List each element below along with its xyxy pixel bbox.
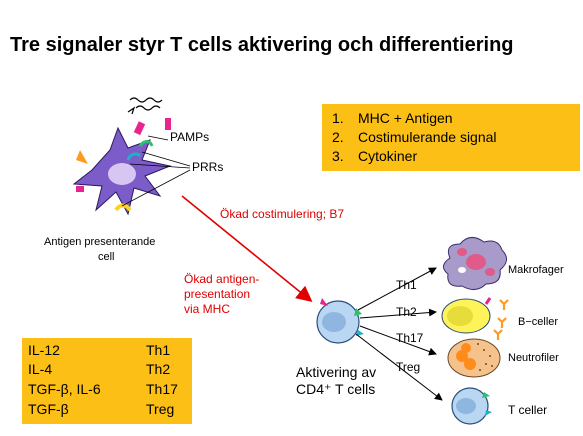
subset-cell: Th2 [146,361,171,377]
subset-cell: Treg [146,401,175,417]
cytokine-cell: TGF-β [28,401,69,417]
subset-label-th2: Th2 [396,305,417,319]
apc-caption: Antigen presenterande [44,236,156,248]
tcell-caption: Aktivering av [296,364,377,380]
antigen-presenting-cell-icon [72,126,172,216]
receptor-icon [126,152,142,161]
apc-caption: cell [98,251,115,263]
cytokine-cell: IL-12 [28,342,60,358]
antigen-presentation-label: presentation [184,287,251,301]
cytokine-cell: TGF-β, IL-6 [28,381,101,397]
pamps-icon [127,97,163,115]
subset-cell: Th1 [146,342,171,358]
signal-text: Cytokiner [358,148,418,164]
target-label-neutrophils: Neutrofiler [508,352,559,364]
differentiation-arrows [355,267,443,401]
neutrophil-icon [447,338,501,378]
costimulation-label: Ökad costimulering; B7 [220,207,345,221]
target-label-t-cells: T celler [508,403,548,417]
target-t-cell-icon [451,387,492,425]
signal-text: Costimulerande signal [358,129,497,145]
cytokine-cell: IL-4 [28,361,53,377]
macrophage-icon [443,237,507,290]
antigen-presentation-label: Ökad antigen- [184,272,260,286]
pamps-label: PAMPs [170,130,210,144]
page-title: Tre signaler styr T cells aktivering och… [10,34,514,56]
signal-number: 1. [332,110,344,126]
receptor-icon [138,140,154,147]
pamp-molecule-icon [165,118,171,130]
b-cell-icon [441,297,509,340]
signal-item: 3. Cytokiner [332,148,417,164]
prrs-label: PRRs [192,160,224,174]
tcell-caption: CD4⁺ T cells [296,381,376,397]
signal-number: 2. [332,129,344,145]
signal-item: 2. Costimulerande signal [332,129,497,145]
antigen-presentation-label: via MHC [184,302,231,316]
mhc-icon [76,186,84,192]
apc-pointer-lines [121,135,191,207]
receptor-icon [76,150,88,164]
activation-arrow [181,195,313,303]
subset-cell: Th17 [146,381,178,397]
cd4-t-cell-icon [316,298,364,344]
signal-item: 1. MHC + Antigen [332,110,453,126]
cytokine-table: IL-12 Th1 IL-4 Th2 TGF-β, IL-6 Th17 TGF-… [22,338,192,424]
pamp-molecule-icon [133,121,146,136]
signal-number: 3. [332,148,344,164]
signal-text: MHC + Antigen [358,110,453,126]
subset-label-th1: Th1 [396,278,417,292]
signals-box: 1.MHC + Antigen 2.Costimulerande signal … [322,104,580,171]
target-label-b-cells: B−celler [518,316,559,328]
subset-label-treg: Treg [396,360,421,374]
target-label-macrophages: Makrofager [508,264,564,276]
receptor-icon [114,203,132,212]
subset-label-th17: Th17 [396,331,424,345]
